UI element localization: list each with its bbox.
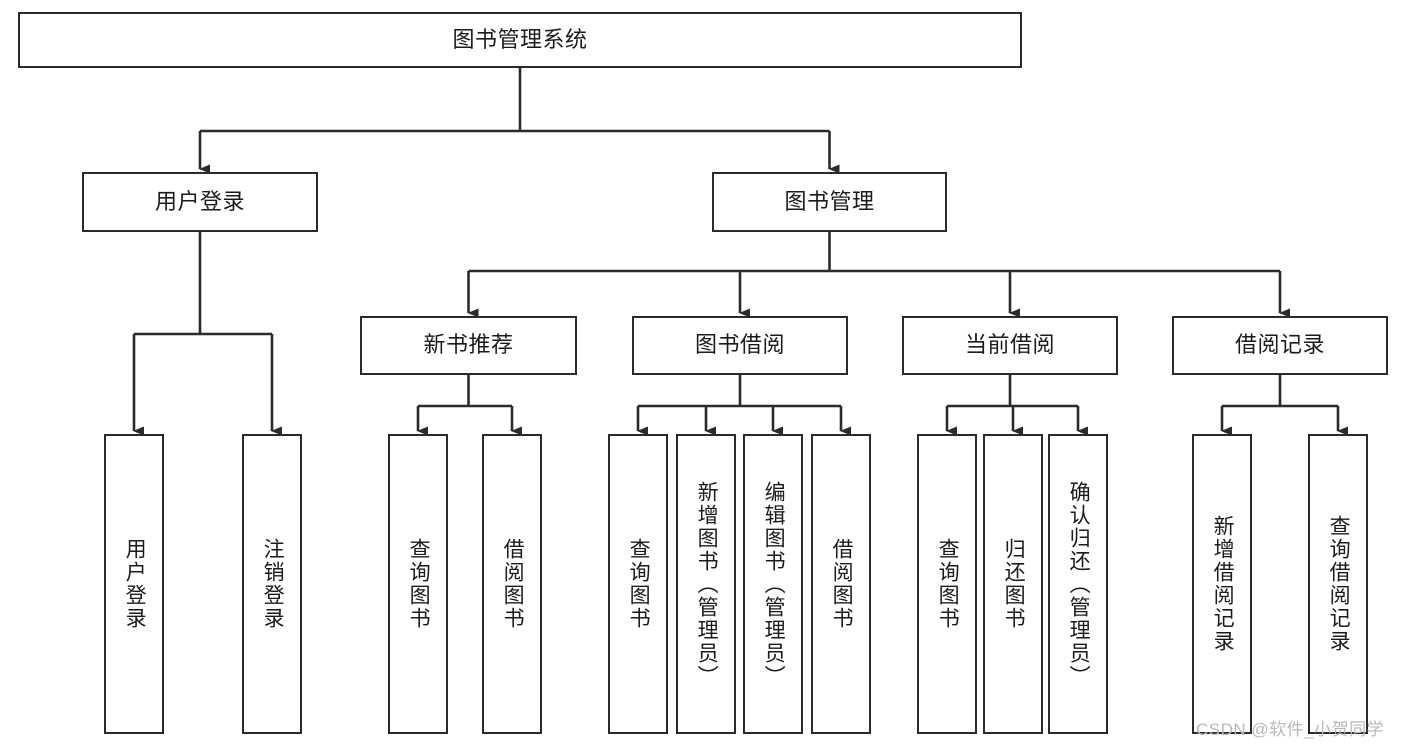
- node-user-login[interactable]: 用户登录: [82, 172, 318, 232]
- node-leaf-bb-add[interactable]: 新增图书（管理员）: [676, 434, 736, 734]
- node-leaf-user-logout[interactable]: 注销登录: [242, 434, 302, 734]
- node-leaf-cb-return[interactable]: 归还图书: [983, 434, 1043, 734]
- node-root[interactable]: 图书管理系统: [18, 12, 1022, 68]
- node-leaf-br-query[interactable]: 查询借阅记录: [1308, 434, 1368, 734]
- node-label: 归还图书: [1002, 538, 1026, 630]
- node-label: 查询借阅记录: [1327, 515, 1351, 653]
- node-borrow-record[interactable]: 借阅记录: [1172, 316, 1388, 375]
- node-label: 编辑图书（管理员）: [762, 480, 786, 688]
- node-label: 借阅记录: [1234, 332, 1325, 358]
- node-leaf-rec-query[interactable]: 查询图书: [388, 434, 448, 734]
- node-leaf-user-login[interactable]: 用户登录: [104, 434, 164, 734]
- node-label: 查询图书: [627, 538, 651, 630]
- watermark-text: CSDN @软件_小贺同学: [1196, 720, 1385, 739]
- node-label: 查询图书: [407, 538, 431, 630]
- node-label: 借阅图书: [830, 538, 854, 630]
- node-label: 注销登录: [261, 538, 285, 630]
- node-leaf-rec-borrow[interactable]: 借阅图书: [482, 434, 542, 734]
- node-leaf-br-add[interactable]: 新增借阅记录: [1192, 434, 1252, 734]
- node-label: 图书管理系统: [452, 26, 588, 52]
- node-leaf-bb-borrow[interactable]: 借阅图书: [811, 434, 871, 734]
- node-label: 图书管理: [784, 188, 875, 214]
- node-current-borrow[interactable]: 当前借阅: [902, 316, 1118, 375]
- node-book-borrow[interactable]: 图书借阅: [632, 316, 848, 375]
- node-label: 新增借阅记录: [1211, 515, 1235, 653]
- node-label: 用户登录: [154, 188, 245, 214]
- node-leaf-cb-query[interactable]: 查询图书: [917, 434, 977, 734]
- node-label: 借阅图书: [501, 538, 525, 630]
- node-new-book-rec[interactable]: 新书推荐: [360, 316, 577, 375]
- node-label: 确认归还（管理员）: [1067, 480, 1091, 688]
- node-label: 新书推荐: [423, 332, 514, 358]
- node-leaf-cb-confirm[interactable]: 确认归还（管理员）: [1048, 434, 1108, 734]
- node-label: 新增图书（管理员）: [695, 480, 719, 688]
- node-label: 图书借阅: [694, 332, 785, 358]
- edge-group: [132, 68, 1348, 436]
- node-leaf-bb-edit[interactable]: 编辑图书（管理员）: [743, 434, 803, 734]
- node-label: 当前借阅: [964, 332, 1055, 358]
- node-label: 查询图书: [936, 538, 960, 630]
- node-label: 用户登录: [123, 538, 147, 630]
- node-leaf-bb-query[interactable]: 查询图书: [608, 434, 668, 734]
- node-book-manage[interactable]: 图书管理: [712, 172, 947, 232]
